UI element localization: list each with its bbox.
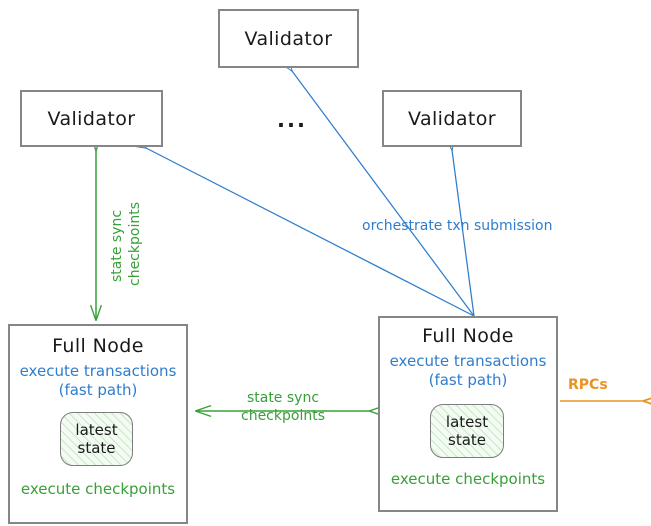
- latest-state-box[interactable]: latest state: [60, 412, 133, 466]
- full-node-box-right[interactable]: Full Node execute transactions (fast pat…: [378, 316, 558, 512]
- fast-path-line-1: execute transactions: [389, 352, 547, 370]
- edge-label-line-2: checkpoints: [241, 407, 325, 424]
- edge-label-orchestrate: orchestrate txn submission: [362, 218, 553, 234]
- latest-state-line-1: latest: [445, 413, 489, 431]
- full-node-execute-checkpoints-label: execute checkpoints: [390, 470, 546, 488]
- validator-box-right[interactable]: Validator: [382, 90, 522, 147]
- edge-label-checkpoints-vertical: checkpoints: [127, 202, 143, 286]
- validator-label: Validator: [244, 27, 333, 50]
- fast-path-line-2: (fast path): [428, 371, 508, 390]
- validator-box-top[interactable]: Validator: [218, 9, 359, 68]
- full-node-box-left[interactable]: Full Node execute transactions (fast pat…: [8, 324, 188, 524]
- validator-label: Validator: [47, 107, 136, 130]
- fast-path-line-2: (fast path): [58, 381, 138, 400]
- full-node-execute-checkpoints-label: execute checkpoints: [20, 480, 176, 498]
- fast-path-line-1: execute transactions: [19, 362, 177, 380]
- full-node-title: Full Node: [52, 335, 144, 357]
- edge-label-rpcs: RPCs: [568, 377, 608, 393]
- edge-label-state-sync-middle: state sync checkpoints: [228, 390, 338, 425]
- edge-label-line-1: state sync: [246, 390, 320, 406]
- full-node-title: Full Node: [422, 325, 514, 347]
- validators-ellipsis: ...: [277, 108, 307, 132]
- full-node-fast-path-label: execute transactions (fast path): [390, 352, 547, 390]
- edge-label-state-sync-vertical: state sync: [109, 209, 125, 282]
- latest-state-box[interactable]: latest state: [430, 404, 504, 458]
- latest-state-line-1: latest: [75, 421, 118, 439]
- latest-state-line-2: state: [448, 431, 486, 449]
- latest-state-line-2: state: [77, 439, 116, 457]
- full-node-fast-path-label: execute transactions (fast path): [20, 362, 177, 400]
- validator-label: Validator: [408, 107, 496, 130]
- validator-box-left[interactable]: Validator: [20, 90, 163, 147]
